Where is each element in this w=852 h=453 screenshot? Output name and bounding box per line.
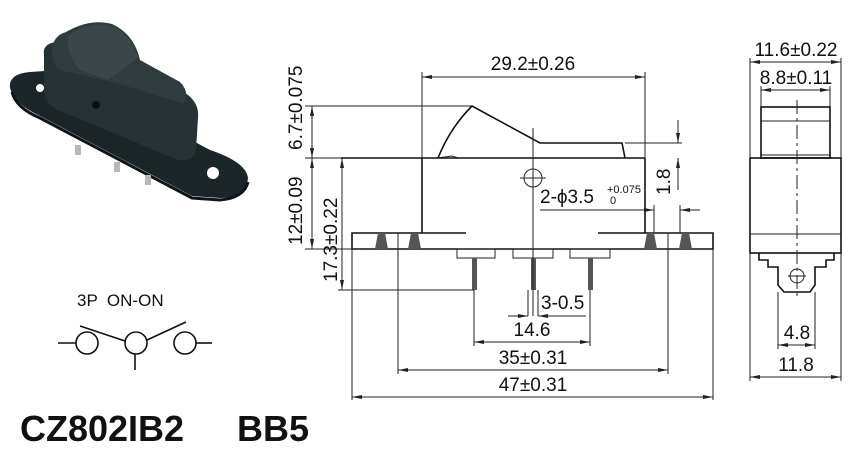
dim-3-0-5: 3-0.5 xyxy=(541,293,584,314)
contact-right xyxy=(173,331,197,355)
contact-left xyxy=(75,331,99,355)
dim-11-8: 11.8 xyxy=(778,355,814,376)
front-view: 29.2±0.26 6.7±0.075 12±0.09 17.3±0.22 1.… xyxy=(286,54,714,400)
dim-17-3: 17.3±0.22 xyxy=(321,198,342,282)
side-view: 11.6±0.22 8.8±0.11 4.8 11.8 xyxy=(749,40,842,381)
hole-tol-upper: +0.075 xyxy=(607,184,641,196)
circuit-label: 3P ON-ON xyxy=(77,291,164,310)
dim-14-6: 14.6 xyxy=(514,320,551,341)
product-photo xyxy=(9,22,250,202)
model-series: BB5 xyxy=(237,408,309,449)
dim-11-6: 11.6±0.22 xyxy=(755,40,838,61)
hole-spec: 2-ϕ3.5 xyxy=(540,187,594,208)
dim-47: 47±0.31 xyxy=(499,375,568,396)
dim-1-8: 1.8 xyxy=(654,169,675,195)
dim-29-2: 29.2±0.26 xyxy=(491,54,575,75)
dim-6-7: 6.7±0.075 xyxy=(286,66,307,150)
dim-4-8: 4.8 xyxy=(784,323,810,344)
circuit-diagram: 3P ON-ON xyxy=(58,291,212,370)
hole-tol-lower: 0 xyxy=(610,195,616,207)
contact-common xyxy=(124,331,148,355)
dim-12: 12±0.09 xyxy=(286,176,307,245)
model-code: CZ802IB2 xyxy=(20,408,184,449)
dim-35: 35±0.31 xyxy=(499,348,568,369)
dim-8-8: 8.8±0.11 xyxy=(760,68,832,89)
